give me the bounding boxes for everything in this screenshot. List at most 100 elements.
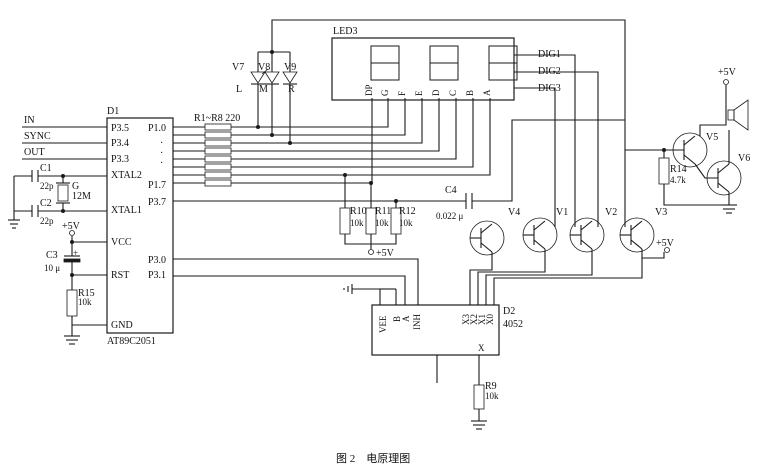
mux-pin-x: X: [478, 343, 485, 353]
c1-value: 22p: [40, 181, 54, 191]
pin-p3-5: P3.5: [111, 123, 129, 134]
svg-text:M: M: [259, 84, 268, 95]
pin-rst: RST: [111, 270, 129, 281]
svg-text:·: ·: [160, 148, 163, 159]
r9-ref: R9: [485, 381, 497, 392]
segment-label-e: E: [414, 90, 424, 96]
signal-out: OUT: [24, 147, 45, 158]
svg-text:+: +: [73, 248, 78, 258]
pin-vcc: VCC: [111, 237, 132, 248]
crystal-value: 12M: [72, 191, 91, 202]
segment-label-d: D: [431, 89, 441, 96]
segment-label-c: C: [448, 90, 458, 96]
svg-text:V8: V8: [258, 62, 270, 73]
svg-text:R: R: [288, 84, 295, 95]
c3-value: 10 μ: [44, 263, 60, 273]
r11-ref: R11: [375, 206, 391, 217]
transistor-v6: V6: [694, 153, 750, 196]
indicator-leds: V7 L V8 M V9 R: [232, 52, 298, 95]
svg-text:V2: V2: [605, 207, 617, 218]
mux-part: 4052: [503, 319, 523, 330]
signal-sync: SYNC: [24, 131, 51, 142]
pin-p1-0: P1.0: [148, 123, 166, 134]
mux-pin-vee: VEE: [378, 315, 388, 333]
svg-text:L: L: [236, 84, 242, 95]
mux-ref: D2: [503, 306, 515, 317]
c4-value: 0.022 μ: [436, 211, 464, 221]
reset-circuit: +5V + C3 10 μ R15 10k: [44, 221, 107, 345]
transistor-v1: V1: [522, 207, 568, 253]
r15-ref: R15: [78, 288, 95, 299]
pin-xtal1: XTAL1: [111, 205, 142, 216]
r14-value: 4.7k: [670, 175, 686, 185]
led-display-label: LED3: [333, 26, 357, 37]
led-v8: V8 M: [258, 52, 280, 95]
led-v7: V7 L: [232, 52, 269, 95]
resistor-array-label: R1~R8 220: [194, 113, 240, 124]
mux-4052: D2 4052 VEE B A INH X3 X2 X1 X0 X R9 10k: [173, 258, 523, 430]
r14-ref: R14: [670, 164, 687, 175]
mux-pin-b: B: [392, 316, 402, 322]
r10-value: 10k: [350, 218, 364, 228]
svg-text:·: ·: [160, 158, 163, 169]
segment-label-f: F: [397, 91, 407, 96]
signal-in: IN: [24, 115, 35, 126]
mcu-ref: D1: [107, 106, 119, 117]
resistor-array: R1~R8 220: [173, 90, 491, 187]
pin-p3-4: P3.4: [111, 138, 129, 149]
segment-label-a: A: [482, 89, 492, 96]
svg-text:V7: V7: [232, 62, 244, 73]
pin-p3-1: P3.1: [148, 270, 166, 281]
mux-pin-a: A: [401, 315, 411, 322]
transistor-v4: V4: [469, 207, 520, 256]
mux-pin-x2: X2: [469, 314, 479, 325]
segment-label-dp: DP: [364, 84, 374, 96]
c1-ref: C1: [40, 163, 52, 174]
r15-value: 10k: [78, 297, 92, 307]
vcc-label: +5V: [62, 221, 81, 232]
crystal-ref: G: [72, 181, 79, 192]
svg-text:V4: V4: [508, 207, 520, 218]
r11-value: 10k: [375, 218, 389, 228]
pin-xtal2: XTAL2: [111, 170, 142, 181]
led-display-module: LED3 DP G F E D C B A DIG1 DIG2 DIG3: [331, 26, 561, 101]
c2-value: 22p: [40, 216, 54, 226]
transistor-v5: V5: [664, 132, 718, 168]
svg-text:V1: V1: [556, 207, 568, 218]
mux-pin-x0: X0: [485, 314, 495, 325]
v3-supply: +5V: [656, 238, 675, 249]
segment-label-b: B: [465, 90, 475, 96]
transistor-v2: V2: [569, 207, 617, 253]
svg-text:·: ·: [160, 138, 163, 149]
pin-p1-7: P1.7: [148, 180, 166, 191]
v5-supply: +5V: [718, 67, 737, 78]
mcu-part: AT89C2051: [107, 336, 156, 347]
r9-value: 10k: [485, 391, 499, 401]
segment-label-g: G: [380, 89, 390, 96]
led-v9: V9 R: [282, 52, 298, 95]
figure-caption: 图 2 电原理图: [336, 452, 410, 465]
r12-value: 10k: [399, 218, 413, 228]
svg-text:V6: V6: [738, 153, 750, 164]
pin-p3-7: P3.7: [148, 197, 166, 208]
digit-transistors: V4 V1 V2 V3: [469, 207, 675, 305]
oscillator-circuit: C1 22p C2 22p G 12M: [8, 163, 107, 229]
p37-line: C4 0.022 μ: [173, 119, 625, 221]
mux-pin-x3: X3: [461, 314, 471, 325]
c3-ref: C3: [46, 250, 58, 261]
pin-gnd: GND: [111, 320, 133, 331]
r10-ref: R10: [350, 206, 367, 217]
mux-pin-inh: INH: [412, 314, 422, 330]
mcu-at89c2051: D1 AT89C2051 P3.5 P3.4 P3.3 XTAL2 XTAL1 …: [106, 106, 174, 347]
pin-p3-3: P3.3: [111, 154, 129, 165]
output-stage: +5V V5 V6 R14: [625, 67, 750, 214]
c4-ref: C4: [445, 185, 457, 196]
pin-p3-0: P3.0: [148, 255, 166, 266]
svg-text:V5: V5: [706, 132, 718, 143]
digit-lines: [514, 54, 599, 227]
input-signals: IN SYNC OUT: [22, 115, 107, 160]
transistor-v3: V3: [619, 207, 667, 253]
c2-ref: C2: [40, 198, 52, 209]
mux-pin-x1: X1: [477, 314, 487, 325]
